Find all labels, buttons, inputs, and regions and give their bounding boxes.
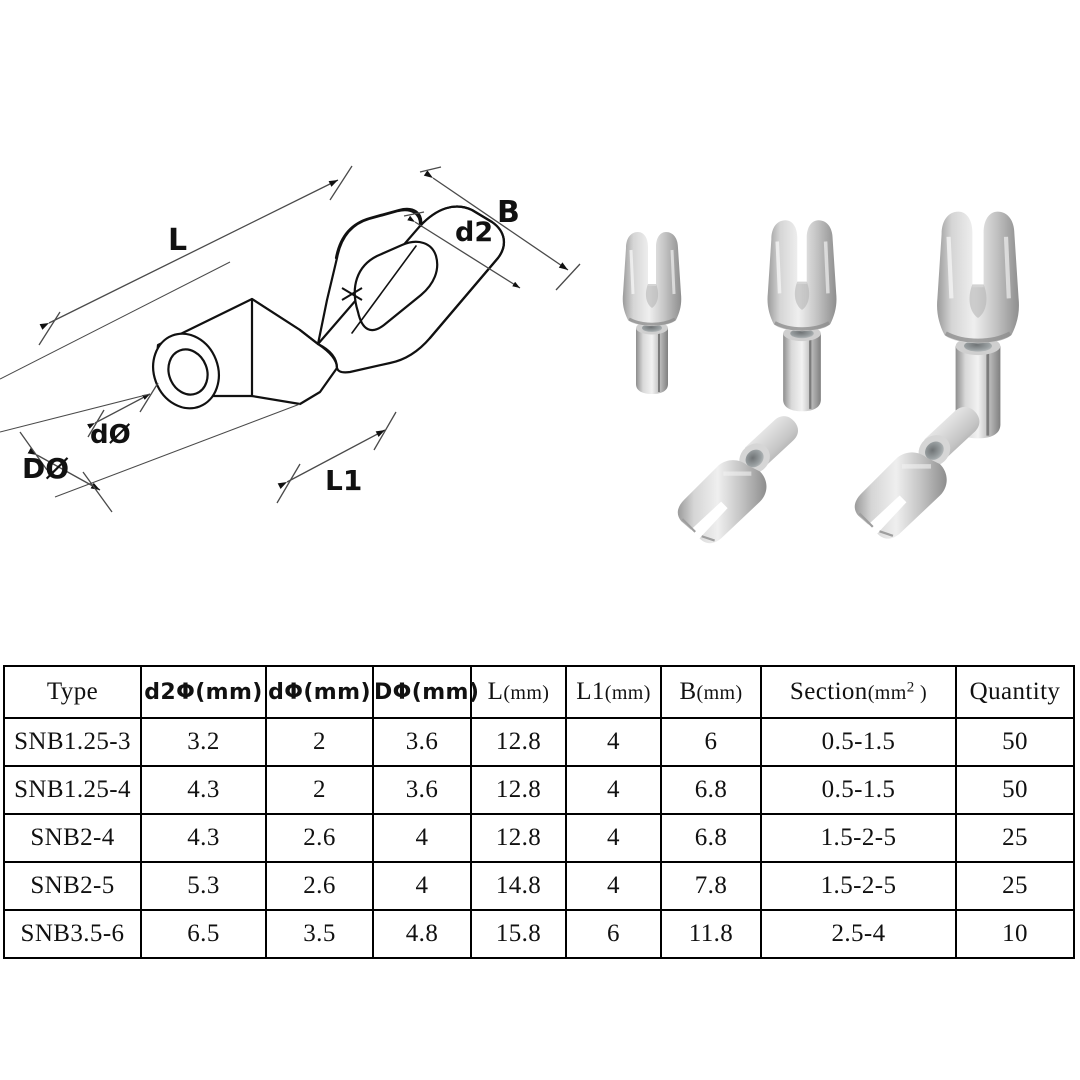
terminal-tilted-left [678, 416, 798, 543]
col-header-d: dΦ(mm) [265, 665, 374, 719]
cell-D: 4 [372, 813, 472, 863]
center-crosshair-icon [341, 287, 363, 301]
cell-D: 4.8 [372, 909, 472, 959]
svg-text:L: L [168, 223, 187, 258]
cell-L: 12.8 [470, 813, 567, 863]
cell-quantity: 10 [955, 909, 1075, 959]
cell-L: 15.8 [470, 909, 567, 959]
terminal-outline [152, 205, 506, 410]
col-header-section: Section(mm2 ) [760, 665, 957, 719]
cell-L1: 4 [565, 717, 662, 767]
cell-type: SNB2-4 [3, 813, 142, 863]
cell-B: 6.8 [660, 813, 762, 863]
cell-L: 12.8 [470, 717, 567, 767]
cell-B: 6 [660, 717, 762, 767]
cell-quantity: 50 [955, 765, 1075, 815]
cell-type: SNB1.25-3 [3, 717, 142, 767]
cell-B: 7.8 [660, 861, 762, 911]
cell-d: 2.6 [265, 813, 374, 863]
col-header-type: Type [3, 665, 142, 719]
cell-section: 0.5-1.5 [760, 765, 957, 815]
cell-quantity: 25 [955, 861, 1075, 911]
cell-d: 2 [265, 765, 374, 815]
cell-type: SNB1.25-4 [3, 765, 142, 815]
cell-L1: 4 [565, 765, 662, 815]
cell-d: 2 [265, 717, 374, 767]
cell-L1: 6 [565, 909, 662, 959]
cell-d2: 6.5 [140, 909, 267, 959]
cell-D: 3.6 [372, 765, 472, 815]
terminal-large-upright [937, 212, 1019, 439]
cell-B: 6.8 [660, 765, 762, 815]
cell-quantity: 50 [955, 717, 1075, 767]
product-photo [621, 190, 1080, 590]
svg-text:DØ: DØ [22, 452, 69, 485]
terminal-medium-upright [765, 218, 839, 414]
cell-L1: 4 [565, 861, 662, 911]
dimension-labels: L B d2 dØ DØ L1 [22, 195, 520, 497]
terminal-small-upright [621, 230, 683, 396]
specification-table: Type d2Φ(mm) dΦ(mm) DΦ(mm) L(mm) L1(mm) … [3, 665, 1075, 959]
cell-section: 2.5-4 [760, 909, 957, 959]
cell-section: 1.5-2-5 [760, 861, 957, 911]
col-header-quantity: Quantity [955, 665, 1075, 719]
svg-text:L1: L1 [325, 464, 362, 497]
cell-L: 14.8 [470, 861, 567, 911]
dimension-lines [0, 165, 581, 513]
cell-D: 4 [372, 861, 472, 911]
spec-table-container: Type d2Φ(mm) dΦ(mm) DΦ(mm) L(mm) L1(mm) … [3, 665, 1075, 959]
col-header-L1: L1(mm) [565, 665, 662, 719]
col-header-B: B(mm) [660, 665, 762, 719]
illustration-area: L B d2 dØ DØ L1 [0, 165, 1080, 660]
col-header-D: DΦ(mm) [372, 665, 479, 719]
cell-section: 1.5-2-5 [760, 813, 957, 863]
cell-d2: 4.3 [140, 813, 267, 863]
col-header-L: L(mm) [470, 665, 567, 719]
svg-text:B: B [497, 195, 520, 230]
cell-d2: 4.3 [140, 765, 267, 815]
cell-quantity: 25 [955, 813, 1075, 863]
cell-L: 12.8 [470, 765, 567, 815]
dimension-drawing: L B d2 dØ DØ L1 [0, 165, 581, 513]
cell-d: 3.5 [265, 909, 374, 959]
cell-D: 3.6 [372, 717, 472, 767]
svg-text:d2: d2 [455, 217, 493, 248]
table-header-row: Type d2Φ(mm) dΦ(mm) DΦ(mm) L(mm) L1(mm) … [3, 665, 1075, 719]
cell-type: SNB3.5-6 [3, 909, 142, 959]
cell-d2: 5.3 [140, 861, 267, 911]
svg-text:dØ: dØ [90, 420, 131, 450]
cell-d: 2.6 [265, 861, 374, 911]
cell-type: SNB2-5 [3, 861, 142, 911]
col-header-d2: d2Φ(mm) [140, 665, 267, 719]
cell-section: 0.5-1.5 [760, 717, 957, 767]
cell-B: 11.8 [660, 909, 762, 959]
cell-L1: 4 [565, 813, 662, 863]
cell-d2: 3.2 [140, 717, 267, 767]
terminal-tilted-right [855, 407, 980, 539]
